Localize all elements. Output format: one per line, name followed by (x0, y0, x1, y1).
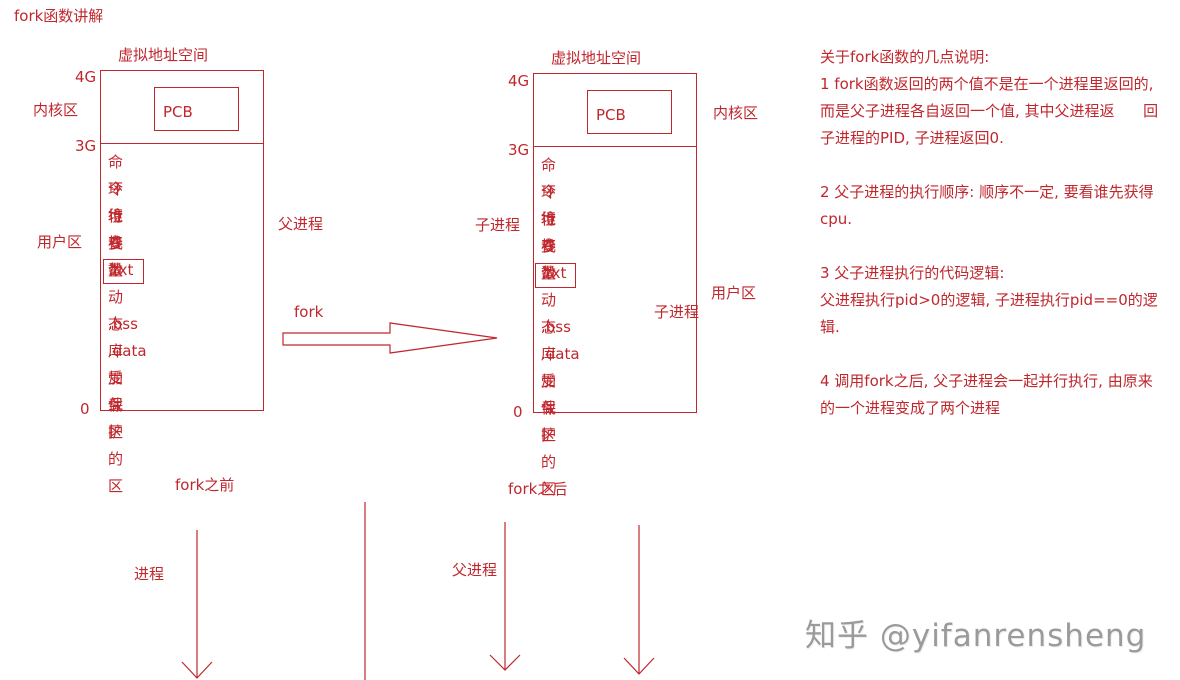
note-4-line-1: 4 调用fork之后, 父子进程会一起并行执行, 由原来 (820, 372, 1153, 390)
right-process-label-left: 子进程 (475, 216, 521, 234)
left-kernel-label: 内核区 (33, 101, 79, 119)
right-txt-highlight (535, 263, 576, 288)
parent-process-arrowhead (489, 654, 521, 671)
notes-heading: 关于fork函数的几点说明: (820, 48, 990, 66)
right-segment-stack: 栈 (541, 237, 557, 255)
left-address-space-box (100, 70, 264, 411)
left-addr-4g: 4G (75, 68, 97, 86)
left-segment-cmdline: 命令行参数 (108, 153, 124, 279)
fork-arrow-shape (282, 322, 498, 354)
right-addr-0: 0 (513, 403, 523, 421)
left-segment-env: 环境变量 (108, 180, 124, 279)
left-kernel-user-divider (100, 143, 264, 144)
left-segment-protected: 受保护的区 (108, 369, 124, 495)
child-process-arrowhead (623, 657, 655, 675)
note-3-line-2: 父进程执行pid>0的逻辑, 子进程执行pid==0的逻 (820, 291, 1158, 309)
right-segment-txt: .txt (541, 264, 567, 282)
left-segment-stack: 栈 (108, 234, 124, 252)
right-segment-env: 环境变量 (541, 183, 557, 282)
right-process-label-right: 子进程 (654, 303, 700, 321)
after-fork-label: fork之后 (508, 480, 568, 498)
note-3-line-1: 3 父子进程执行的代码逻辑: (820, 264, 1005, 282)
left-addr-0: 0 (80, 400, 90, 418)
after-parent-label: 父进程 (452, 561, 498, 579)
note-2-line-1: 2 父子进程的执行顺序: 顺序不一定, 要看谁先获得 (820, 183, 1154, 201)
right-kernel-label: 内核区 (713, 104, 759, 122)
right-pcb-box (587, 90, 672, 134)
left-space-header: 虚拟地址空间 (118, 46, 209, 64)
right-space-header: 虚拟地址空间 (551, 49, 642, 67)
right-segment-heap: 堆 (541, 210, 557, 228)
left-segment-dynlib: 动态库加载区 (108, 288, 124, 441)
note-1-line-1: 1 fork函数返回的两个值不是在一个进程里返回的, (820, 75, 1154, 93)
watermark: 知乎 @yifanrensheng (805, 618, 1147, 654)
right-segment-data: .data (541, 345, 580, 363)
right-addr-4g: 4G (508, 72, 530, 90)
left-segment-data: .data (108, 342, 147, 360)
left-pcb-label: PCB (163, 103, 193, 121)
diagram-title: fork函数讲解 (14, 7, 104, 25)
left-pcb-box (154, 87, 239, 131)
left-segment-heap: 堆 (108, 207, 124, 225)
right-kernel-user-divider (533, 146, 697, 147)
right-segment-cmdline: 命令行参数 (541, 156, 557, 282)
left-segment-bss: .bss (108, 315, 138, 333)
left-process-label: 父进程 (278, 215, 324, 233)
left-txt-highlight (103, 259, 144, 284)
before-process-arrowhead (181, 661, 213, 679)
right-address-space-box (533, 73, 697, 413)
right-segment-bss: .bss (541, 318, 571, 336)
right-addr-3g: 3G (508, 141, 530, 159)
note-4-line-2: 的一个进程变成了两个进程 (820, 399, 1001, 417)
note-3-line-3: 辑. (820, 318, 840, 336)
before-process-label: 进程 (134, 565, 165, 583)
fork-notes: 关于fork函数的几点说明: 1 fork函数返回的两个值不是在一个进程里返回的… (820, 44, 1175, 422)
right-segment-protected: 受保护的区 (541, 372, 557, 498)
right-pcb-label: PCB (596, 106, 626, 124)
note-1-line-2: 而是父子进程各自返回一个值, 其中父进程返 回 (820, 102, 1159, 120)
note-1-line-3: 子进程的PID, 子进程返回0. (820, 129, 1004, 147)
left-addr-3g: 3G (75, 137, 97, 155)
before-fork-label: fork之前 (175, 476, 235, 494)
note-2-line-2: cpu. (820, 210, 853, 228)
left-user-label: 用户区 (37, 233, 83, 251)
right-segment-dynlib: 动态库加载区 (541, 291, 557, 444)
right-user-label: 用户区 (711, 284, 757, 302)
fork-arrow-label: fork (294, 303, 324, 321)
left-segment-txt: .txt (108, 261, 134, 279)
